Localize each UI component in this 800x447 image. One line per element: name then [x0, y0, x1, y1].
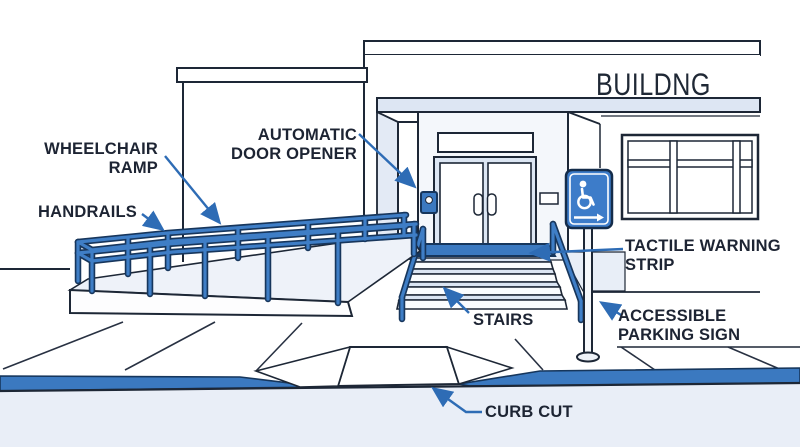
door-handle-right [486, 193, 497, 216]
entrance-portico [376, 110, 601, 259]
arrow-curb-cut [431, 386, 482, 414]
arrow-parking-sign [598, 301, 623, 321]
stair-handrails [398, 220, 585, 324]
automatic-door-opener-button [420, 191, 438, 214]
wheelchair-icon [577, 180, 595, 210]
ramp-base [69, 288, 354, 318]
curb-cut [253, 345, 515, 388]
accessible-parking-sign [564, 168, 614, 363]
sign-pole-base [576, 351, 600, 363]
label-wheelchair-ramp: WHEELCHAIR RAMP [44, 140, 158, 177]
transom-window [437, 132, 534, 153]
wheelchair-ramp [67, 232, 422, 318]
arrow-handrails [141, 210, 165, 232]
parking-lot-surface [0, 383, 800, 447]
arrow-wheelchair-ramp [164, 155, 222, 225]
label-tactile-warning-strip: TACTILE WARNING STRIP [625, 237, 781, 274]
arrow-door-opener [358, 133, 417, 189]
label-automatic-door-opener: AUTOMATIC DOOR OPENER [231, 126, 357, 163]
canopy-fascia [376, 97, 761, 113]
tactile-warning-strip [416, 243, 557, 257]
ramp-handrails [74, 211, 420, 307]
arrow-stairs [442, 286, 470, 314]
label-curb-cut: CURB CUT [485, 403, 573, 421]
door-handle-left [473, 193, 484, 216]
arrow-right-icon [574, 213, 604, 222]
building-sign-text: BUILDNG [596, 66, 711, 101]
building-window [620, 133, 760, 221]
double-doors [433, 156, 537, 249]
label-stairs: STAIRS [473, 311, 534, 329]
label-handrails: HANDRAILS [38, 203, 137, 221]
label-accessible-parking-sign: ACCESSIBLE PARKING SIGN [618, 307, 741, 344]
annotation-arrows [141, 133, 624, 414]
sign-pole [583, 227, 593, 357]
wall-plate [539, 192, 559, 205]
arrow-tactile-strip [528, 242, 624, 262]
sidewalk-and-parking [0, 321, 800, 447]
stairs [396, 257, 568, 310]
